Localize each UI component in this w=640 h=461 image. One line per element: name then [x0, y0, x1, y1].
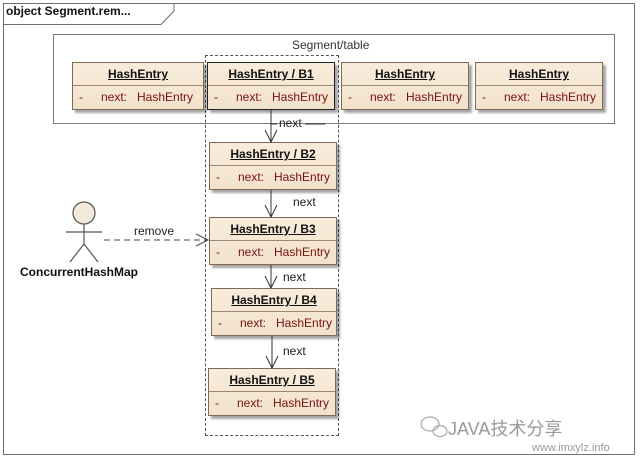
next-arrow-b2-b3	[264, 190, 278, 219]
entry-field: - next: HashEntry	[209, 392, 335, 414]
entry-title: HashEntry / B5	[209, 369, 335, 392]
visibility-marker: -	[214, 90, 218, 104]
entry-title: HashEntry / B2	[210, 143, 336, 166]
remove-dependency-arrow	[104, 233, 210, 247]
field-name: next:	[236, 90, 263, 104]
field-type: HashEntry	[137, 90, 194, 104]
visibility-marker: -	[348, 90, 352, 104]
entry-title: HashEntry / B1	[208, 63, 334, 86]
field-name: next:	[237, 396, 264, 410]
hash-entry-b5[interactable]: HashEntry / B5 - next: HashEntry	[208, 368, 336, 416]
edge-label-next: next	[279, 116, 302, 130]
field-name: next:	[238, 245, 265, 259]
field-name: next:	[240, 316, 267, 330]
field-type: HashEntry	[274, 170, 331, 184]
bucket-chain-box	[205, 55, 339, 436]
entry-field: - next: HashEntry	[73, 86, 203, 108]
edge-label-next: next	[293, 195, 316, 209]
field-name: next:	[370, 90, 397, 104]
field-type: HashEntry	[406, 90, 463, 104]
hash-entry-4[interactable]: HashEntry - next: HashEntry	[475, 62, 603, 110]
field-name: next:	[101, 90, 128, 104]
visibility-marker: -	[216, 245, 220, 259]
entry-title: HashEntry / B3	[210, 218, 336, 241]
actor-icon	[66, 201, 102, 263]
entry-field: - next: HashEntry	[342, 86, 468, 108]
hash-entry-b3[interactable]: HashEntry / B3 - next: HashEntry	[209, 217, 337, 265]
entry-field: - next: HashEntry	[210, 241, 336, 263]
next-arrow-b1-b2	[264, 110, 325, 144]
edge-label-next: next	[283, 344, 306, 358]
entry-title: HashEntry	[476, 63, 602, 86]
watermark-text: JAVA技术分享	[448, 419, 563, 439]
frame-title: object Segment.rem...	[6, 4, 131, 18]
field-type: HashEntry	[276, 316, 333, 330]
entry-title: HashEntry	[73, 63, 203, 86]
field-type: HashEntry	[540, 90, 597, 104]
visibility-marker: -	[79, 90, 83, 104]
edge-label-next: next	[283, 270, 306, 284]
field-name: next:	[238, 170, 265, 184]
entry-field: - next: HashEntry	[210, 166, 336, 188]
field-type: HashEntry	[272, 90, 329, 104]
entry-field: - next: HashEntry	[476, 86, 602, 108]
hash-entry-b4[interactable]: HashEntry / B4 - next: HashEntry	[211, 288, 337, 336]
visibility-marker: -	[215, 396, 219, 410]
hash-entry-b1[interactable]: HashEntry / B1 - next: HashEntry	[207, 62, 335, 110]
field-name: next:	[504, 90, 531, 104]
hash-entry-b2[interactable]: HashEntry / B2 - next: HashEntry	[209, 142, 337, 190]
next-arrow-b3-b4	[264, 265, 278, 290]
diagram-frame	[3, 3, 635, 455]
hash-entry-1[interactable]: HashEntry - next: HashEntry	[72, 62, 204, 110]
watermark-url: www.imxylz.info	[532, 442, 610, 454]
entry-title: HashEntry / B4	[212, 289, 336, 312]
visibility-marker: -	[216, 170, 220, 184]
edge-label-remove: remove	[134, 224, 175, 238]
field-type: HashEntry	[273, 396, 330, 410]
actor-label: ConcurrentHashMap	[20, 265, 139, 279]
field-type: HashEntry	[274, 245, 331, 259]
next-arrow-b4-b5	[265, 336, 279, 370]
visibility-marker: -	[482, 90, 486, 104]
visibility-marker: -	[218, 316, 222, 330]
entry-field: - next: HashEntry	[208, 86, 334, 108]
entry-title: HashEntry	[342, 63, 468, 86]
segment-table-label: Segment/table	[292, 38, 370, 52]
wechat-icon	[420, 416, 448, 438]
frame-tab	[3, 3, 175, 25]
hash-entry-3[interactable]: HashEntry - next: HashEntry	[341, 62, 469, 110]
entry-field: - next: HashEntry	[212, 312, 336, 334]
